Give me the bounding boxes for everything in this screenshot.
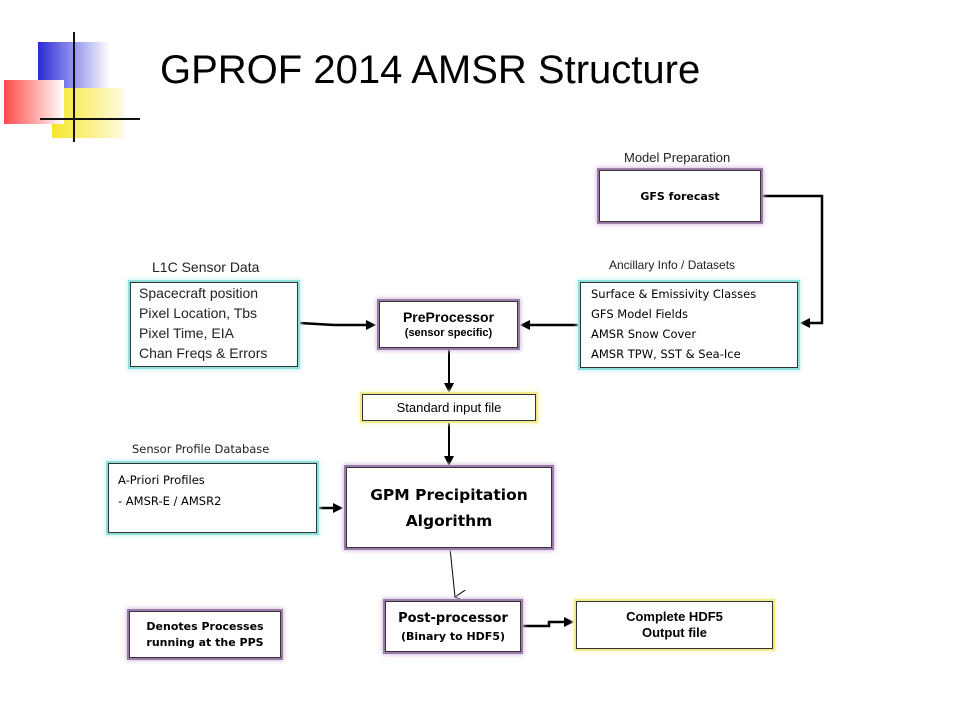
preprocessor-subtitle: (sensor specific)	[404, 327, 493, 339]
arrow-gpm-to-postprocessor	[449, 547, 455, 597]
standard-input-text: Standard input file	[396, 400, 502, 415]
page-title: GPROF 2014 AMSR Structure	[160, 48, 701, 92]
ancillary-box: Surface & Emissivity Classes GFS Model F…	[580, 282, 798, 368]
postprocessor-title: Post-processor	[398, 610, 508, 626]
ancillary-line: AMSR TPW, SST & Sea-Ice	[591, 347, 741, 361]
output-file-subtitle: Output file	[642, 625, 707, 640]
gfs-forecast-box: GFS forecast	[599, 170, 761, 222]
postprocessor-subtitle: (Binary to HDF5)	[400, 629, 506, 643]
preprocessor-box: PreProcessor (sensor specific)	[379, 301, 518, 348]
arrow-gfs-to-ancillary	[762, 194, 824, 328]
gpm-algorithm-subtitle: Algorithm	[405, 511, 493, 530]
arrow-l1c-to-preprocessor	[299, 320, 376, 330]
profile-db-box: A-Priori Profiles - AMSR-E / AMSR2	[108, 463, 317, 533]
preprocessor-title: PreProcessor	[402, 309, 495, 325]
ancillary-line: GFS Model Fields	[591, 307, 688, 321]
postprocessor-box: Post-processor (Binary to HDF5)	[385, 601, 521, 652]
gfs-forecast-text: GFS forecast	[640, 189, 720, 203]
ancillary-line: Surface & Emissivity Classes	[591, 287, 757, 301]
legend-box: Denotes Processes running at the PPS	[129, 611, 281, 658]
legend-line: running at the PPS	[146, 635, 264, 649]
output-file-title: Complete HDF5	[626, 609, 723, 624]
standard-input-box: Standard input file	[362, 394, 536, 421]
ancillary-line: AMSR Snow Cover	[591, 327, 697, 341]
gpm-algorithm-box: GPM Precipitation Algorithm	[346, 467, 552, 548]
profile-db-line: - AMSR-E / AMSR2	[118, 494, 222, 508]
l1c-line: Spacecraft position	[139, 285, 259, 301]
corner-decoration	[4, 32, 140, 142]
arrow-postprocessor-to-output	[523, 617, 574, 628]
model-preparation-label: Model Preparation	[624, 150, 731, 165]
legend-line: Denotes Processes	[146, 619, 264, 633]
profile-db-label: Sensor Profile Database	[132, 442, 270, 456]
l1c-line: Chan Freqs & Errors	[139, 345, 268, 361]
l1c-box: Spacecraft position Pixel Location, Tbs …	[130, 282, 298, 367]
output-file-box: Complete HDF5 Output file	[576, 601, 773, 649]
l1c-line: Pixel Time, EIA	[139, 325, 234, 341]
profile-db-line: A-Priori Profiles	[118, 473, 205, 487]
l1c-label: L1C Sensor Data	[152, 259, 260, 275]
gpm-algorithm-title: GPM Precipitation	[370, 485, 528, 504]
ancillary-label: Ancillary Info / Datasets	[609, 258, 736, 272]
l1c-line: Pixel Location, Tbs	[139, 305, 258, 321]
